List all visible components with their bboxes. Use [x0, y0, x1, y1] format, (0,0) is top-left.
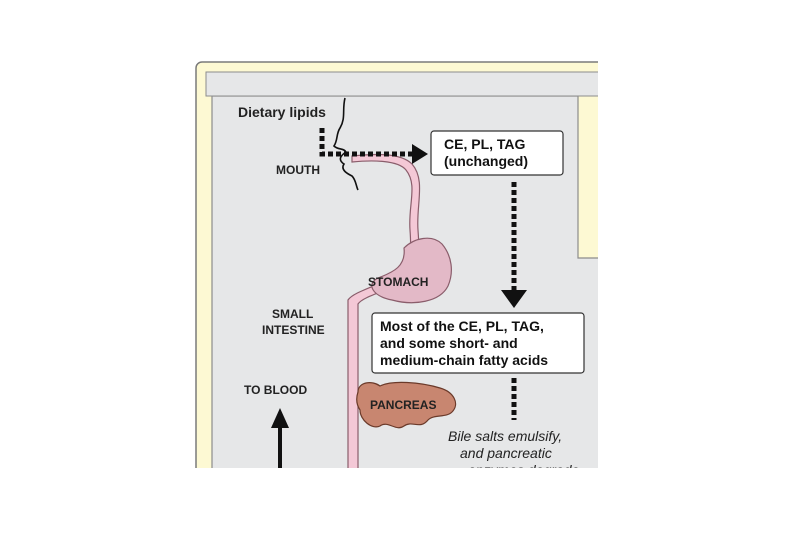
box-most-line3: medium-chain fatty acids [380, 352, 548, 368]
note-line3: enzymes degrade [468, 462, 580, 478]
box-most [371, 312, 585, 374]
digestive-tube [347, 153, 421, 468]
box-most-line1: Most of the CE, PL, TAG, [380, 318, 544, 334]
box-most-line2: and some short- and [380, 335, 518, 351]
dotted-arrow-mouth-to-box [319, 128, 414, 157]
mouth-label: MOUTH [276, 163, 320, 177]
arrowhead-down [501, 290, 527, 308]
stomach-shape [371, 237, 452, 304]
inner-top-strip [205, 71, 598, 97]
note-line1: Bile salts emulsify, [448, 428, 562, 444]
box-unchanged-line2: (unchanged) [444, 153, 528, 169]
dietary-lipids-label: Dietary lipids [238, 104, 326, 120]
pancreas-shape [356, 381, 457, 429]
to-blood-arrowhead [271, 408, 289, 428]
box-unchanged [430, 130, 564, 176]
note-line2: and pancreatic [460, 445, 552, 461]
pancreas-label: PANCREAS [370, 398, 436, 412]
small-intestine-label-line1: SMALL [272, 307, 313, 321]
arrowhead-right [412, 144, 428, 164]
box-unchanged-line1: CE, PL, TAG [444, 136, 526, 152]
to-blood-label: TO BLOOD [244, 383, 307, 397]
small-intestine-label-line2: INTESTINE [262, 323, 325, 337]
stomach-label: STOMACH [368, 275, 428, 289]
